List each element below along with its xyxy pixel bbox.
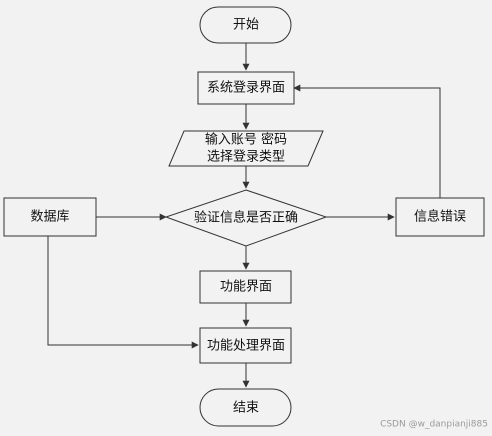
start-terminator (199, 6, 292, 44)
login-screen-node: 系统登录界面 (197, 71, 295, 105)
start-label: 开始 (233, 18, 259, 33)
function-process-box (199, 327, 292, 364)
function-screen-label: 功能界面 (220, 280, 272, 295)
login-screen-label: 系统登录界面 (207, 81, 285, 96)
input-label-line1: 输入账号 密码 (205, 132, 287, 148)
input-node: 输入账号 密码 选择登录类型 (168, 130, 324, 167)
verify-node: 验证信息是否正确 (164, 189, 328, 247)
database-label: 数据库 (30, 209, 69, 225)
input-parallelogram (168, 130, 324, 167)
input-label-line2: 选择登录类型 (207, 150, 285, 165)
info-error-label: 信息错误 (414, 209, 466, 225)
login-screen-box (197, 71, 295, 105)
end-node: 结束 (199, 388, 292, 427)
edge-error-to-login (293, 84, 441, 198)
edge-database-to-process (47, 236, 199, 349)
function-process-node: 功能处理界面 (199, 327, 292, 364)
watermark-text: CSDN @w_danpianji885 (380, 420, 488, 430)
database-box (3, 197, 97, 237)
info-error-box (395, 197, 485, 237)
verify-label: 验证信息是否正确 (194, 210, 298, 226)
function-screen-box (199, 270, 292, 304)
end-label: 结束 (233, 401, 259, 416)
end-terminator (199, 388, 292, 427)
function-screen-node: 功能界面 (199, 270, 292, 304)
info-error-node: 信息错误 (395, 197, 485, 237)
function-process-label: 功能处理界面 (207, 339, 285, 354)
start-node: 开始 (199, 6, 292, 44)
edges (47, 43, 441, 388)
verify-diamond (164, 189, 328, 247)
database-node: 数据库 (3, 197, 97, 237)
